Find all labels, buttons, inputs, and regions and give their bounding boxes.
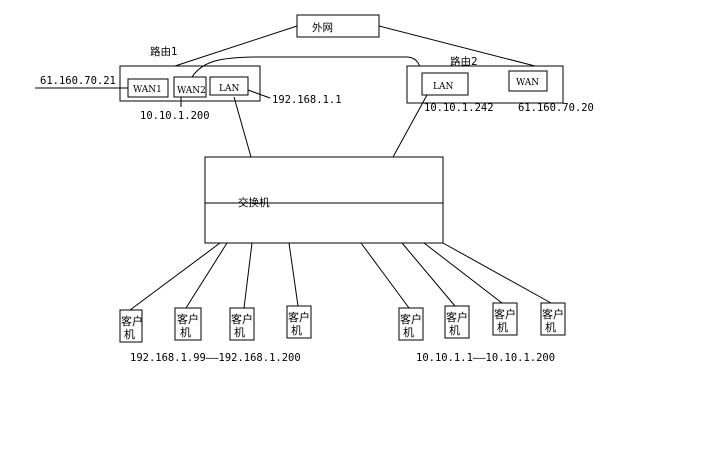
client-label-line2: 机 (180, 325, 191, 339)
router2-wan-label: WAN (516, 78, 539, 88)
client-1: 客户 机 (119, 309, 143, 343)
client-box (174, 307, 202, 341)
router1-wan2-port (173, 76, 207, 98)
client-label-line2: 机 (291, 323, 302, 337)
router1-wan1-ip: 61.160.70.21 (40, 75, 116, 87)
client-box (286, 305, 312, 339)
switch-client-link-6 (401, 242, 456, 307)
client-5: 客户 机 (398, 307, 424, 341)
client-label-line2: 机 (545, 320, 556, 334)
client-label-line1: 客户 (400, 312, 422, 326)
router1-wan1-label: WAN1 (133, 85, 162, 95)
client-2: 客户 机 (174, 307, 202, 341)
router1-lan-pointer (247, 89, 271, 99)
router1-lan-port (209, 76, 249, 96)
router1-wan2-ip: 10.10.1.200 (140, 110, 210, 122)
client-box (492, 302, 518, 336)
client-label-line1: 客户 (177, 312, 199, 326)
internet-router2-link (378, 25, 536, 67)
router2-lan-switch-link (392, 94, 428, 158)
switch-box (204, 156, 444, 244)
client-label-line2: 机 (124, 327, 135, 341)
router2-label: 路由2 (450, 55, 478, 68)
client-label-line1: 客户 (494, 307, 516, 321)
switch-client-link-7 (423, 242, 503, 304)
internet-router1-link (174, 25, 298, 67)
router1-lan-ip: 192.168.1.1 (272, 94, 342, 106)
right-client-ip-range: 10.10.1.1——10.10.1.200 (416, 352, 555, 364)
left-client-ip-range: 192.168.1.99——192.168.1.200 (130, 352, 301, 364)
client-label-line1: 客户 (542, 307, 564, 321)
client-6: 客户 机 (444, 305, 470, 339)
client-box (444, 305, 470, 339)
client-label-line2: 机 (497, 320, 508, 334)
router2-wan-port (508, 70, 548, 92)
client-label-line1: 客户 (121, 314, 143, 328)
switch-client-link-1 (129, 242, 221, 311)
client-4: 客户 机 (286, 305, 312, 339)
switch-client-link-4 (288, 242, 299, 307)
router1-label: 路由1 (150, 45, 178, 58)
client-label-line2: 机 (449, 323, 460, 337)
client-label-line1: 客户 (446, 310, 468, 324)
switch-client-link-8 (442, 242, 552, 304)
router1-wan2-label: WAN2 (177, 86, 206, 96)
internet-label: 外网 (312, 22, 333, 34)
router2-lan-label: LAN (433, 82, 453, 92)
router1-lan-switch-link (233, 96, 252, 158)
client-box (119, 309, 143, 343)
client-box (229, 307, 255, 341)
client-7: 客户 机 (492, 302, 518, 336)
switch-label: 交换机 (238, 196, 270, 209)
client-label-line1: 客户 (231, 312, 253, 326)
internet-box (296, 14, 380, 38)
client-label-line2: 机 (234, 325, 245, 339)
client-3: 客户 机 (229, 307, 255, 341)
router2-lan-ip: 10.10.1.242 (424, 102, 494, 114)
client-label-line1: 客户 (288, 310, 310, 324)
router1-lan-label: LAN (219, 84, 239, 94)
switch-client-link-5 (360, 242, 410, 309)
switch-client-link-2 (185, 242, 228, 309)
router2-wan-ip: 61.160.70.20 (518, 102, 594, 114)
client-box (398, 307, 424, 341)
switch-client-link-3 (243, 242, 253, 309)
client-box (540, 302, 566, 336)
client-8: 客户 机 (540, 302, 566, 336)
router2-lan-port (421, 72, 469, 96)
client-label-line2: 机 (403, 325, 414, 339)
